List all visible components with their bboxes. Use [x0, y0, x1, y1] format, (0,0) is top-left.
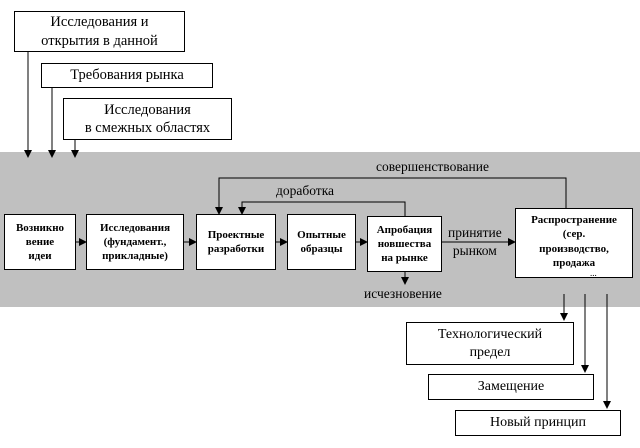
refinement-loop	[238, 201, 406, 216]
stage-prototypes: Опытные образцы	[287, 214, 356, 270]
input-market-requirements: Требования рынка	[41, 63, 213, 88]
stage-distribution: Распространение (сер. производство, прод…	[515, 208, 633, 278]
stage-idea-origin: Возникно вение идеи	[4, 214, 76, 270]
label-refinement: доработка	[276, 183, 335, 198]
stage-design: Проектные разработки	[196, 214, 276, 270]
label-market-acceptance: принятие рынком	[448, 225, 502, 258]
stage-market-approbation: Апробация новшества на рынке	[367, 216, 442, 272]
stage-research: Исследования (фундамент., прикладные)	[86, 214, 184, 270]
label-disappearance: исчезновение	[364, 286, 442, 301]
improvement-loop	[215, 177, 567, 215]
input-adjacent-research: Исследования в смежных областях	[63, 98, 232, 140]
input-research-discoveries: Исследования и открытия в данной	[14, 11, 185, 52]
outcome-technological-limit: Технологический предел	[406, 322, 574, 365]
stage-distribution-text: Распространение (сер. производство, прод…	[531, 214, 617, 269]
distribution-ellipsis: ...	[590, 268, 597, 278]
outcome-replacement: Замещение	[428, 374, 594, 400]
outcome-new-principle: Новый принцип	[455, 410, 621, 436]
label-improvement: совершенствование	[376, 159, 489, 174]
